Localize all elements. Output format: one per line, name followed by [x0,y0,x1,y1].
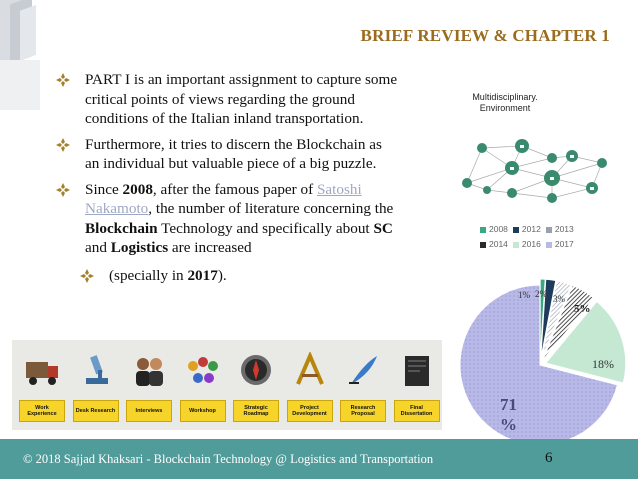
pie-slice [541,280,572,360]
bullet-year: 2017 [187,266,218,284]
process-step-label: Strategic Roadmap [233,400,279,422]
bullet-year: 2008 [122,180,153,198]
legend-item: 2012 [512,224,541,234]
legend-swatch [512,226,519,233]
legend-item: 2014 [480,239,508,249]
corner-decoration [0,0,40,110]
legend-label: 2017 [554,239,574,249]
legend-label: 2016 [521,239,541,249]
compass-icon [241,355,271,385]
pie-data-label: 3% [553,294,566,304]
group-icon [187,357,218,383]
bullet-item: PART I is an important assignment to cap… [55,70,400,129]
bullet-item: Furthermore, it tries to discern the Blo… [55,135,400,174]
notebook-icon [404,356,429,386]
bullet-item: Since 2008, after the famous paper of Sa… [55,180,400,258]
process-step-label: Desk Research [72,400,119,422]
legend-swatch [480,226,486,233]
bullet-bold: SC [373,219,393,237]
process-step: Interviews [123,340,175,430]
bullet-bold: Logistics [110,239,169,256]
pie-data-label: 5% [574,303,591,315]
legend-swatch [480,241,486,248]
process-step: Work Experience [16,340,68,430]
legend-item: 2017 [545,239,574,249]
legend-item: 2013 [545,224,574,234]
bullet-text-part: and [85,239,111,256]
bullet-text-part: , after the famous paper of [152,180,317,198]
pie-chart: 1% 2% 3% 5% 18% 71% [459,278,627,445]
pie-slice [542,284,595,361]
bullet-text-part: (specially in [109,266,188,284]
legend-swatch [512,241,519,248]
bullet-text-part: are increased [168,239,252,256]
pie-slice [544,300,627,384]
process-step: Strategic Roadmap [230,340,282,430]
process-step: Project Development [284,340,336,430]
bullet-list: PART I is an important assignment to cap… [55,70,400,285]
chart-legend: 2008 2012 2013 2014 2016 2017 [480,222,620,252]
pie-slice [459,284,619,445]
quill-icon [349,356,377,384]
pie-data-label: 2% [535,289,548,299]
pie-data-label: 1% [518,290,531,300]
legend-label: 2012 [521,224,541,234]
footer-bar: © 2018 Sajjad Khaksari - Blockchain Tech… [0,439,638,479]
legend-item: 2008 [480,224,508,234]
pie-data-label: 71 [500,395,517,414]
legend-swatch [545,226,552,233]
people-icon [136,358,163,386]
network-label: Multidisciplinary. Environment [472,92,538,113]
microscope-icon [85,355,108,384]
legend-item: 2016 [512,239,541,249]
diamond-bullet-icon [56,137,70,152]
blockchain-network-graphic [462,139,607,203]
bullet-text: Furthermore, it tries to discern the Blo… [85,135,382,173]
pie-data-label: 18% [592,357,614,371]
legend-label: 2014 [489,239,508,249]
bullet-text-part: , the number of literature concerning th… [148,200,394,217]
process-step: Final Dissertation [391,340,443,430]
legend-swatch [545,241,552,248]
process-step-label: Final Dissertation [393,400,440,422]
diamond-bullet-icon [56,182,70,197]
process-step-label: Interviews [126,400,172,422]
legend-label: 2008 [489,224,508,234]
bullet-bold: Blockchain [85,219,158,237]
process-step-label: Research Proposal [340,400,386,422]
bullet-text-part: Since [85,180,123,198]
process-step: Desk Research [70,340,122,430]
truck-icon [26,362,58,385]
sub-bullet-item: (specially in 2017). [79,266,400,286]
tools-icon [295,352,324,385]
diamond-bullet-icon [56,73,70,87]
legend-label: 2013 [554,224,574,234]
page-number: 6 [545,450,553,466]
footer-text: © 2018 Sajjad Khaksari - Blockchain Tech… [23,452,434,466]
slide-title: BRIEF REVIEW & CHAPTER 1 [360,26,610,45]
pie-slice [540,278,557,360]
process-step-label: Work Experience [19,400,65,422]
process-icons-strip: Work Experience Desk Research Interviews Wo… [12,340,442,430]
process-step-label: Project Development [286,400,333,422]
diamond-bullet-icon [80,268,94,283]
bullet-text: PART I is an important assignment to cap… [85,71,398,127]
pie-slice [539,278,546,360]
process-step: Workshop [177,340,229,430]
pie-data-label-unit: % [500,415,517,434]
bullet-text-part: Technology and specifically about [157,219,374,237]
process-step-label: Workshop [179,400,226,422]
satoshi-link[interactable]: Satoshi Nakamoto [85,180,362,218]
bullet-text-part: ). [217,266,227,284]
process-step: Research Proposal [337,340,389,430]
